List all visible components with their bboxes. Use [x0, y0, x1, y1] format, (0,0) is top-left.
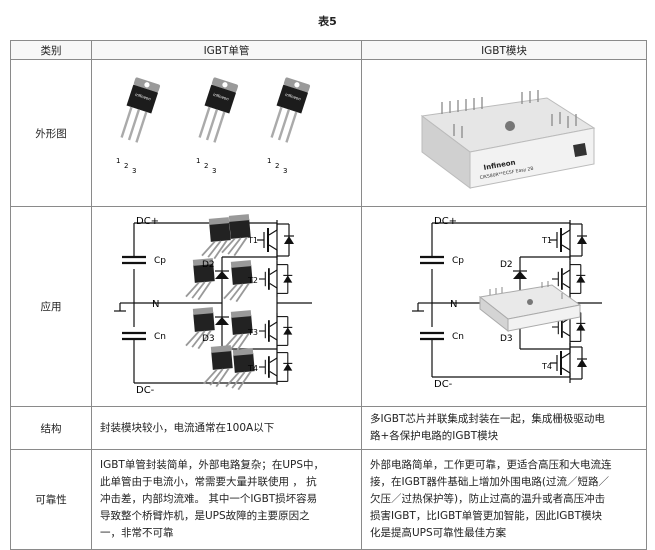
reliability-single-text: IGBT单管封装简单，外部电路复杂；在UPS中， 此单管由于电流小，常需要大量并…	[91, 449, 362, 550]
label-cn: Cn	[154, 332, 166, 342]
label-d2: D2	[500, 260, 513, 270]
text-line: IGBT单管封装简单，外部电路复杂；在UPS中，	[100, 459, 325, 471]
reliability-module-text: 外部电路简单，工作更可靠，更适合高压和大电流连 接，在IGBT器件基础上增加外围…	[361, 449, 647, 550]
label-d3: D3	[500, 334, 513, 344]
igbt-module-circuit-cell: DC+ DC- N Cp Cn D2 D3 T1 T4	[361, 206, 647, 407]
to247-package-2: infineon	[194, 76, 239, 144]
pin-label-1: 1	[267, 157, 271, 165]
label-dc-minus: DC-	[434, 379, 453, 390]
pin-label-1: 1	[196, 157, 200, 165]
label-dc-plus: DC+	[136, 216, 159, 227]
pin-label-2: 2	[275, 162, 279, 170]
comparison-table: 类别 IGBT单管 IGBT模块 外形图 infineon 1 2 3 infi…	[10, 40, 647, 550]
text-line: 此单管由于电流小，常需要大量并联使用 ， 抗	[100, 476, 317, 488]
igbt-module-photo: Infineon CIKS80R**ECSF Easy 2B	[420, 90, 596, 189]
svg-text:infineon: infineon	[285, 92, 302, 102]
label-cp: Cp	[154, 256, 166, 266]
label-t1: T1	[247, 236, 258, 245]
label-t1: T1	[541, 236, 552, 245]
application-label: 应用	[10, 206, 92, 407]
application-row: 应用	[10, 206, 647, 407]
text-line: 接，在IGBT器件基础上增加外围电路(过流／短路／	[370, 476, 609, 488]
pin-label-1: 1	[116, 157, 120, 165]
pin-label-2: 2	[204, 162, 208, 170]
single-igbt-photo: infineon 1 2 3 infineon 1 2 3 infineon 1…	[116, 76, 311, 175]
svg-text:infineon: infineon	[213, 92, 230, 102]
text-line: 导致整个桥臂炸机，是UPS故障的主要原因之	[100, 510, 310, 522]
label-t4: T4	[247, 364, 258, 373]
label-t2: T2	[247, 276, 258, 285]
header-module: IGBT模块	[361, 40, 647, 60]
pin-label-2: 2	[124, 162, 128, 170]
to247-package-1: infineon	[116, 76, 161, 144]
package-brand: infineon	[135, 92, 152, 102]
table-caption: 表5	[318, 15, 337, 28]
structure-module-text: 多IGBT芯片并联集成封装在一起，集成栅极驱动电 路+各保护电路的IGBT模块	[361, 406, 647, 450]
label-cn: Cn	[452, 332, 464, 342]
text-line: 冲击差，内部均流难。 其中一个IGBT损坏容易	[100, 493, 318, 505]
text-line: 化是提高UPS可靠性最佳方案	[370, 527, 507, 539]
label-n: N	[450, 299, 457, 310]
single-igbt-photo-cell: infineon 1 2 3 infineon 1 2 3 infineon 1…	[91, 59, 362, 207]
header-single: IGBT单管	[91, 40, 362, 60]
reliability-label: 可靠性	[10, 449, 92, 550]
reliability-row: 可靠性 IGBT单管封装简单，外部电路复杂；在UPS中， 此单管由于电流小，常需…	[10, 449, 647, 550]
appearance-row: 外形图 infineon 1 2 3 infineon 1 2 3	[10, 59, 647, 207]
label-d2: D2	[202, 260, 215, 270]
text-line: 一，非常不可靠	[100, 527, 174, 539]
structure-row: 结构 封装模块较小，电流通常在100A以下 多IGBT芯片并联集成封装在一起，集…	[10, 406, 647, 450]
label-t3: T3	[247, 328, 258, 337]
label-cp: Cp	[452, 256, 464, 266]
single-igbt-circuit: DC+ DC- N Cp Cn D2 D3 T1 T2 T3 T4	[114, 213, 312, 396]
label-d3: D3	[202, 334, 215, 344]
label-t4: T4	[541, 362, 552, 371]
pin-label-3: 3	[132, 167, 136, 175]
text-line: 多IGBT芯片并联集成封装在一起，集成栅极驱动电	[370, 413, 605, 425]
structure-single-text: 封装模块较小，电流通常在100A以下	[91, 406, 362, 450]
igbt-module-photo-cell: Infineon CIKS80R**ECSF Easy 2B	[361, 59, 647, 207]
text-line: 欠压／过热保护等)，防止过高的温升或者高压冲击	[370, 493, 606, 505]
text-line: 外部电路简单，工作更可靠，更适合高压和大电流连	[370, 459, 612, 471]
module-overlay-photo	[478, 281, 582, 333]
header-category: 类别	[10, 40, 92, 60]
text-line: 路+各保护电路的IGBT模块	[370, 430, 499, 442]
pin-label-3: 3	[212, 167, 216, 175]
single-igbt-circuit-cell: DC+ DC- N Cp Cn D2 D3 T1 T2 T3 T4	[91, 206, 362, 407]
appearance-label: 外形图	[10, 59, 92, 207]
structure-label: 结构	[10, 406, 92, 450]
igbt-module-circuit: DC+ DC- N Cp Cn D2 D3 T1 T4	[412, 216, 602, 390]
pin-label-3: 3	[283, 167, 287, 175]
label-n: N	[152, 299, 159, 310]
text-line: 损害IGBT，比IGBT单管更加智能，因此IGBT模块	[370, 510, 603, 522]
header-row: 类别 IGBT单管 IGBT模块	[10, 40, 647, 60]
to247-package-3: infineon	[266, 76, 311, 144]
label-dc-minus: DC-	[136, 385, 155, 396]
label-dc-plus: DC+	[434, 216, 457, 227]
